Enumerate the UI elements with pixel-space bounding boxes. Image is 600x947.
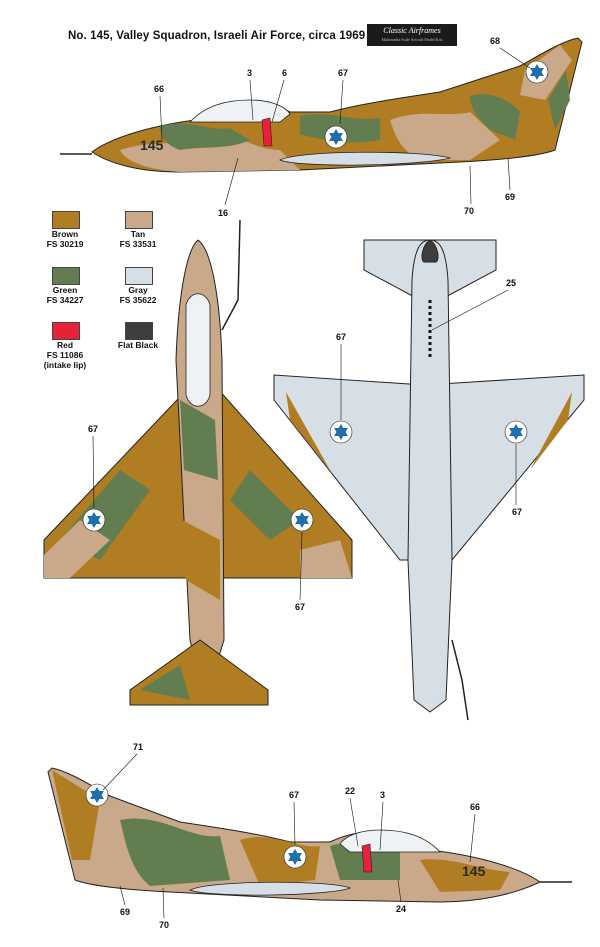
legend-name-flat-black: Flat Black: [117, 340, 159, 350]
callout-70: 70: [464, 206, 474, 216]
callout-16: 16: [218, 208, 228, 218]
swatch-gray: [125, 267, 153, 285]
legend-name-green: Green: [52, 285, 78, 295]
top-drop-tank: [279, 151, 452, 166]
top-camo-green: [160, 123, 250, 150]
callout-67-upper-b: 67: [295, 602, 305, 612]
legend-code-brown: FS 30219: [46, 239, 84, 249]
logo-line2: Multimedia Scale Aircraft Model Kits: [381, 37, 443, 42]
classic-airframes-logo: Classic Airframes Multimedia Scale Aircr…: [367, 24, 457, 46]
callout-66-bottom: 66: [470, 802, 480, 812]
top-callouts: 3 6 67 68 66 16 70 69: [154, 36, 531, 218]
bottom-intake-red: [361, 843, 373, 873]
bottom-drop-tank: [189, 881, 352, 896]
callout-66: 66: [154, 84, 164, 94]
legend-name-red: Red: [56, 340, 74, 350]
upper-canopy: [185, 293, 211, 407]
legend-label-red: Red FS 11086 (intake lip): [30, 340, 100, 370]
side-profile-right: 145: [47, 767, 572, 903]
upper-tail: [129, 639, 269, 706]
lower-plan-view: [273, 239, 585, 721]
legend-label-brown: Brown FS 30219: [30, 229, 100, 249]
legend-label-gray: Gray FS 35622: [103, 285, 173, 305]
callout-68: 68: [490, 36, 500, 46]
callout-67-upper-a: 67: [88, 424, 98, 434]
swatch-tan: [125, 211, 153, 229]
legend-note-red: (intake lip): [43, 360, 87, 370]
svg-text:145: 145: [462, 863, 486, 879]
top-camo-tan: [120, 136, 300, 172]
callout-67-lower-b: 67: [512, 507, 522, 517]
legend-label-green: Green FS 34227: [30, 285, 100, 305]
legend-code-green: FS 34227: [46, 295, 84, 305]
legend-name-gray: Gray: [128, 285, 148, 295]
side-profile-left: 145: [60, 37, 583, 173]
logo-line1: Classic Airframes: [383, 26, 441, 35]
callout-67: 67: [338, 68, 348, 78]
callout-3-bottom: 3: [380, 790, 385, 800]
callout-69-bottom: 69: [120, 907, 130, 917]
upper-plan-callouts: 67 67: [88, 424, 305, 612]
callout-71: 71: [133, 742, 143, 752]
callout-6: 6: [282, 68, 287, 78]
legend-code-tan: FS 33531: [119, 239, 157, 249]
swatch-red: [52, 322, 80, 340]
callout-25: 25: [506, 278, 516, 288]
legend-label-flat-black: Flat Black: [103, 340, 173, 350]
legend-label-tan: Tan FS 33531: [103, 229, 173, 249]
top-canopy: [189, 99, 291, 123]
legend-name-brown: Brown: [51, 229, 79, 239]
legend-name-tan: Tan: [130, 229, 146, 239]
callout-3: 3: [247, 68, 252, 78]
upper-plan-view: [43, 219, 353, 706]
swatch-flat-black: [125, 322, 153, 340]
swatch-brown: [52, 211, 80, 229]
bottom-callouts: 71 67 22 3 66 69 70 24: [102, 742, 480, 930]
swatch-green: [52, 267, 80, 285]
top-intake-red: [261, 117, 273, 147]
callout-67-lower-a: 67: [336, 332, 346, 342]
legend-code-red: FS 11086: [46, 350, 84, 360]
callout-67-bottom: 67: [289, 790, 299, 800]
sheet-title: No. 145, Valley Squadron, Israeli Air Fo…: [68, 30, 366, 42]
lower-fuselage: [407, 239, 453, 713]
callout-24: 24: [396, 904, 406, 914]
legend-code-gray: FS 35622: [119, 295, 157, 305]
lower-plan-callouts: 25 67 67: [336, 278, 522, 517]
callout-22: 22: [345, 786, 355, 796]
svg-text:145: 145: [140, 137, 164, 153]
callout-70-bottom: 70: [159, 920, 169, 930]
callout-69: 69: [505, 192, 515, 202]
